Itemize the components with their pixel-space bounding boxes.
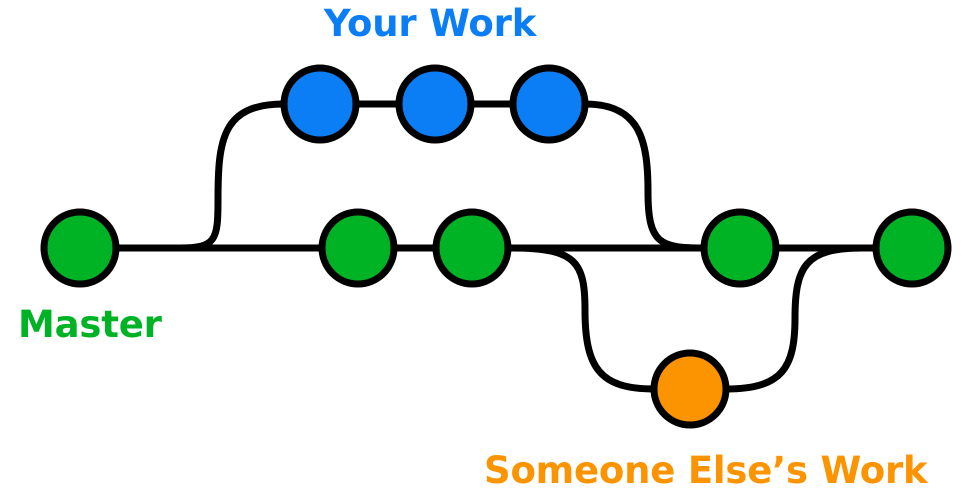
- edge-your-work-merge: [584, 100, 705, 252]
- commit-node-your-work-2[interactable]: [395, 64, 475, 144]
- edge-someone-else-fork: [511, 244, 655, 393]
- commit-node-master-2[interactable]: [318, 208, 398, 288]
- commit-node-master-head[interactable]: [872, 208, 952, 288]
- commit-node-your-work-1[interactable]: [280, 64, 360, 144]
- edge-someone-else-merge: [725, 244, 863, 393]
- label-someone-elses-work: Someone Else’s Work: [484, 449, 929, 492]
- label-your-work: Your Work: [323, 2, 538, 45]
- commit-node-your-work-3[interactable]: [509, 64, 589, 144]
- label-master: Master: [18, 303, 163, 346]
- edge-your-work-fork: [179, 100, 285, 252]
- commit-node-master-merge[interactable]: [700, 208, 780, 288]
- commit-node-master-1[interactable]: [40, 208, 120, 288]
- commit-node-master-3[interactable]: [432, 208, 512, 288]
- commit-node-someone-else-1[interactable]: [650, 349, 730, 429]
